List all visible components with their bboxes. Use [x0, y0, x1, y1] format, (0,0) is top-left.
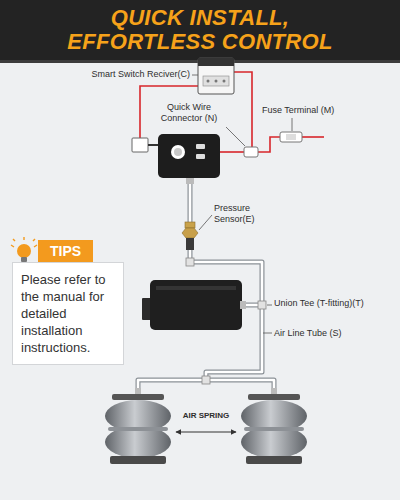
bulb-icon [33, 239, 35, 241]
tips-heading: TIPS [38, 240, 93, 262]
bulb-icon [34, 245, 37, 247]
pressure-sensor [185, 222, 195, 228]
part-label: Union Tee (T-fitting)(T) [274, 298, 394, 309]
air-spring-illustration [105, 400, 171, 432]
control-panel [171, 145, 185, 159]
bulb-icon [13, 239, 15, 241]
tips-box: TIPSPlease refer to the manual for detai… [12, 240, 124, 365]
air-spring-illustration [105, 426, 171, 458]
switch-receiver [223, 80, 226, 83]
air-spring-illustration [248, 394, 300, 400]
leader-line [199, 215, 212, 230]
air-line-tube [138, 184, 274, 396]
union-tee [258, 301, 266, 309]
plug-connector [132, 138, 158, 152]
part-label: Fuse Terminal (M) [262, 105, 362, 116]
compressor [240, 301, 246, 309]
part-label: Smart Switch Reciver(C) [60, 69, 190, 80]
control-panel [196, 144, 205, 149]
switch-receiver [207, 80, 210, 83]
leader-line [267, 305, 272, 306]
union-tee [186, 258, 194, 266]
red-wire [234, 72, 252, 147]
air-spring-illustration [241, 400, 307, 432]
air-spring-illustration [105, 388, 171, 464]
part-label: Air Line Tube (S) [274, 328, 374, 339]
leader-line [226, 127, 245, 146]
air-spring-illustration [135, 388, 141, 395]
header-band [0, 0, 400, 63]
air-spring-illustration [244, 427, 304, 431]
bulb-icon [17, 244, 31, 258]
control-panel [174, 148, 182, 156]
leader-line [192, 75, 198, 76]
control-panel [186, 178, 194, 184]
compressor [142, 280, 246, 330]
fuse-terminal [280, 132, 302, 142]
air-spring-illustration [271, 388, 277, 395]
bulb-icon [11, 237, 37, 262]
dimension-arrow [176, 432, 236, 433]
tips-text: Please refer to the manual for detailed … [12, 262, 124, 365]
switch-receiver [215, 80, 218, 83]
fuse-terminal [286, 134, 296, 140]
compressor [150, 280, 242, 330]
air-line-tube [138, 184, 274, 396]
part-label: Pressure Sensor(E) [214, 203, 272, 225]
red-wire [258, 137, 280, 152]
control-panel [158, 134, 220, 184]
air-spring-illustration [110, 456, 166, 464]
switch-receiver [198, 58, 234, 94]
title-heading: QUICK INSTALL, EFFORTLESS CONTROL [35, 6, 365, 54]
leader-line [263, 333, 272, 334]
air-spring-illustration [108, 427, 168, 431]
bulb-icon [11, 237, 37, 247]
bulb-icon [23, 237, 24, 240]
switch-receiver [203, 76, 229, 86]
pressure-sensor [182, 228, 198, 238]
air-line-tube [189, 184, 192, 222]
red-wire [302, 136, 324, 138]
union-tee [202, 376, 210, 384]
plug-connector [148, 144, 158, 146]
switch-receiver [198, 58, 234, 94]
air-spring-illustration [241, 426, 307, 458]
part-label: Quick Wire Connector (N) [150, 102, 228, 124]
switch-receiver [198, 58, 234, 66]
part-label: AIR SPRING [176, 410, 236, 421]
quick-wire-connector [244, 147, 258, 157]
air-line-tube [138, 184, 274, 396]
fuse-terminal [280, 132, 302, 142]
air-spring-illustration [246, 456, 302, 464]
air-line-tube [188, 184, 193, 222]
quick-wire-connector [244, 147, 258, 157]
header-band [0, 0, 400, 60]
control-panel [158, 134, 220, 178]
compressor [156, 286, 236, 290]
red-wire [220, 151, 244, 153]
plug-connector [132, 138, 148, 152]
control-panel [196, 154, 205, 159]
bulb-icon [11, 245, 14, 247]
leader-line [292, 118, 293, 131]
air-spring-illustration [241, 388, 307, 464]
pressure-sensor [186, 238, 194, 250]
dimension-arrow [176, 432, 236, 433]
pressure-sensor [182, 222, 198, 250]
air-spring-illustration [112, 394, 164, 400]
